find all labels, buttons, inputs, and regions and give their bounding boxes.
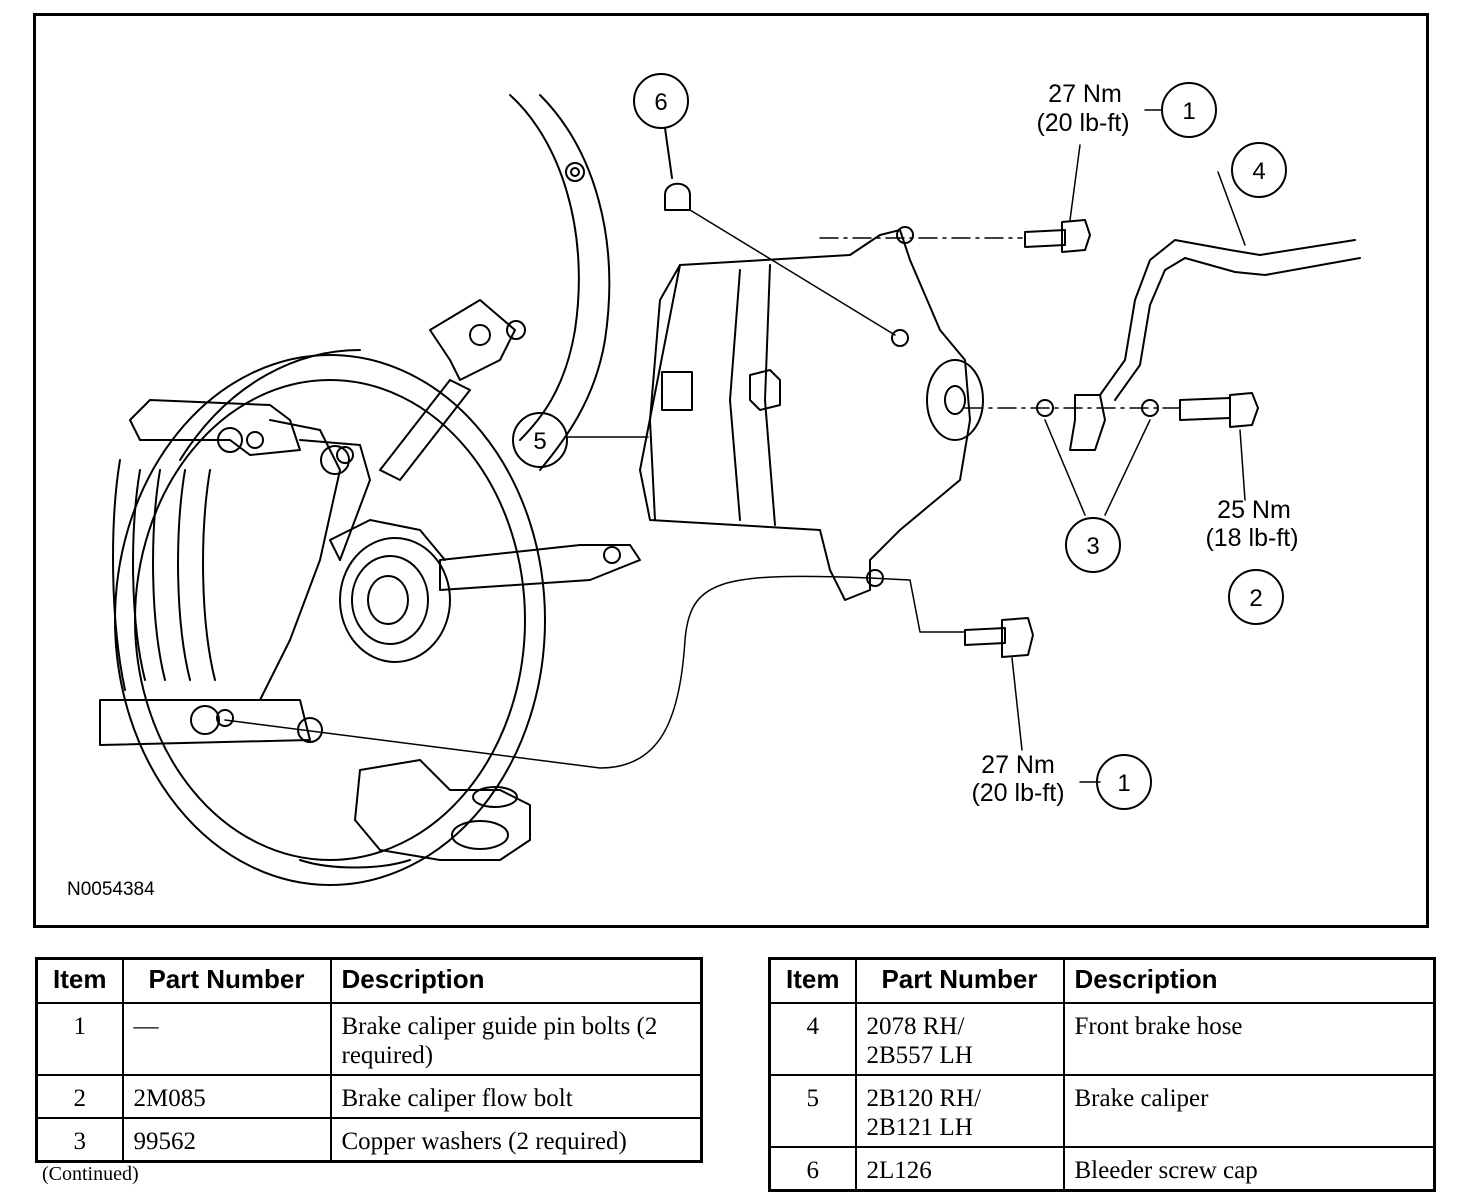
- item-cell: 5: [768, 1074, 857, 1148]
- item-cell: 2: [35, 1074, 124, 1119]
- description-cell: Front brake hose: [1062, 1002, 1436, 1076]
- callout-1-top: 1 27 Nm (20 lb-ft): [1036, 80, 1217, 138]
- description-cell: Bleeder screw cap: [1062, 1146, 1436, 1192]
- part-number-cell: 2L126: [854, 1146, 1065, 1192]
- brake-hose: [1099, 239, 1361, 401]
- description-cell: Brake caliper guide pin bolts (2 require…: [329, 1002, 703, 1076]
- callout-number: 1: [1117, 770, 1130, 797]
- table-row: 3 99562 Copper washers (2 required): [35, 1117, 703, 1163]
- wheel-hub: [329, 519, 451, 663]
- table-row: 4 2078 RH/ 2B557 LH Front brake hose: [768, 1002, 1436, 1076]
- header-item: Item: [768, 957, 857, 1004]
- header-description: Description: [329, 957, 703, 1004]
- callout-6: 6: [633, 73, 689, 179]
- torque-nm: 25 Nm: [1217, 496, 1291, 524]
- callout-number: 6: [654, 89, 667, 116]
- bleeder-screw-cap: [664, 182, 691, 211]
- description-cell: Copper washers (2 required): [329, 1117, 703, 1163]
- parts-table-right: Item Part Number Description 4 2078 RH/ …: [768, 957, 1436, 1192]
- part-number-cell: 99562: [121, 1117, 332, 1163]
- splash-shield: [509, 94, 611, 471]
- torque-lbft: (20 lb-ft): [1036, 109, 1129, 137]
- parts-table-left: Item Part Number Description 1 — Brake c…: [35, 957, 703, 1163]
- brake-rotor: [114, 349, 546, 886]
- part-number-cell: 2M085: [121, 1074, 332, 1119]
- torque-nm: 27 Nm: [981, 751, 1055, 779]
- callout-5: 5: [512, 412, 568, 468]
- header-part-number: Part Number: [854, 957, 1065, 1004]
- callout-number: 2: [1249, 585, 1262, 612]
- callout-2: 2 25 Nm (18 lb-ft): [1205, 496, 1299, 625]
- description-cell: Brake caliper flow bolt: [329, 1074, 703, 1119]
- callout-4: 4: [1231, 142, 1287, 198]
- table-row: 1 — Brake caliper guide pin bolts (2 req…: [35, 1002, 703, 1076]
- table-row: 6 2L126 Bleeder screw cap: [768, 1146, 1436, 1192]
- torque-lbft: (20 lb-ft): [971, 779, 1064, 807]
- header-item: Item: [35, 957, 124, 1004]
- part-number-cell: 2B120 RH/ 2B121 LH: [854, 1074, 1065, 1148]
- caliper-bolts: [964, 219, 1259, 658]
- callout-number: 3: [1086, 533, 1099, 560]
- figure-id: N0054384: [67, 879, 155, 900]
- torque-lbft: (18 lb-ft): [1205, 524, 1298, 552]
- table-row: 5 2B120 RH/ 2B121 LH Brake caliper: [768, 1074, 1436, 1148]
- continued-note: (Continued): [42, 1163, 139, 1185]
- item-cell: 3: [35, 1117, 124, 1163]
- callout-number: 4: [1252, 158, 1265, 185]
- table-header-row: Item Part Number Description: [35, 957, 703, 1004]
- table-header-row: Item Part Number Description: [768, 957, 1436, 1004]
- caliper-anchor-bracket: [99, 399, 371, 746]
- header-part-number: Part Number: [121, 957, 332, 1004]
- description-cell: Brake caliper: [1062, 1074, 1436, 1148]
- part-number-cell: 2078 RH/ 2B557 LH: [854, 1002, 1065, 1076]
- table-row: 2 2M085 Brake caliper flow bolt: [35, 1074, 703, 1119]
- callout-number: 1: [1182, 98, 1195, 125]
- header-description: Description: [1062, 957, 1436, 1004]
- brake-caliper-body: [639, 226, 984, 601]
- torque-nm: 27 Nm: [1048, 80, 1122, 108]
- callout-number: 5: [533, 428, 546, 455]
- brake-caliper-exploded-diagram: 1 27 Nm (20 lb-ft) 1 27 Nm (20 lb-ft) 2 …: [67, 73, 1361, 900]
- item-cell: 4: [768, 1002, 857, 1076]
- item-cell: 1: [35, 1002, 124, 1076]
- item-cell: 6: [768, 1146, 857, 1192]
- callout-3: 3: [1065, 517, 1121, 573]
- part-number-cell: —: [121, 1002, 332, 1076]
- steering-knuckle: [354, 299, 641, 861]
- leader-lines: [224, 109, 1246, 783]
- callout-1-bottom: 1 27 Nm (20 lb-ft): [971, 751, 1152, 810]
- illustration-frame: [33, 13, 1429, 928]
